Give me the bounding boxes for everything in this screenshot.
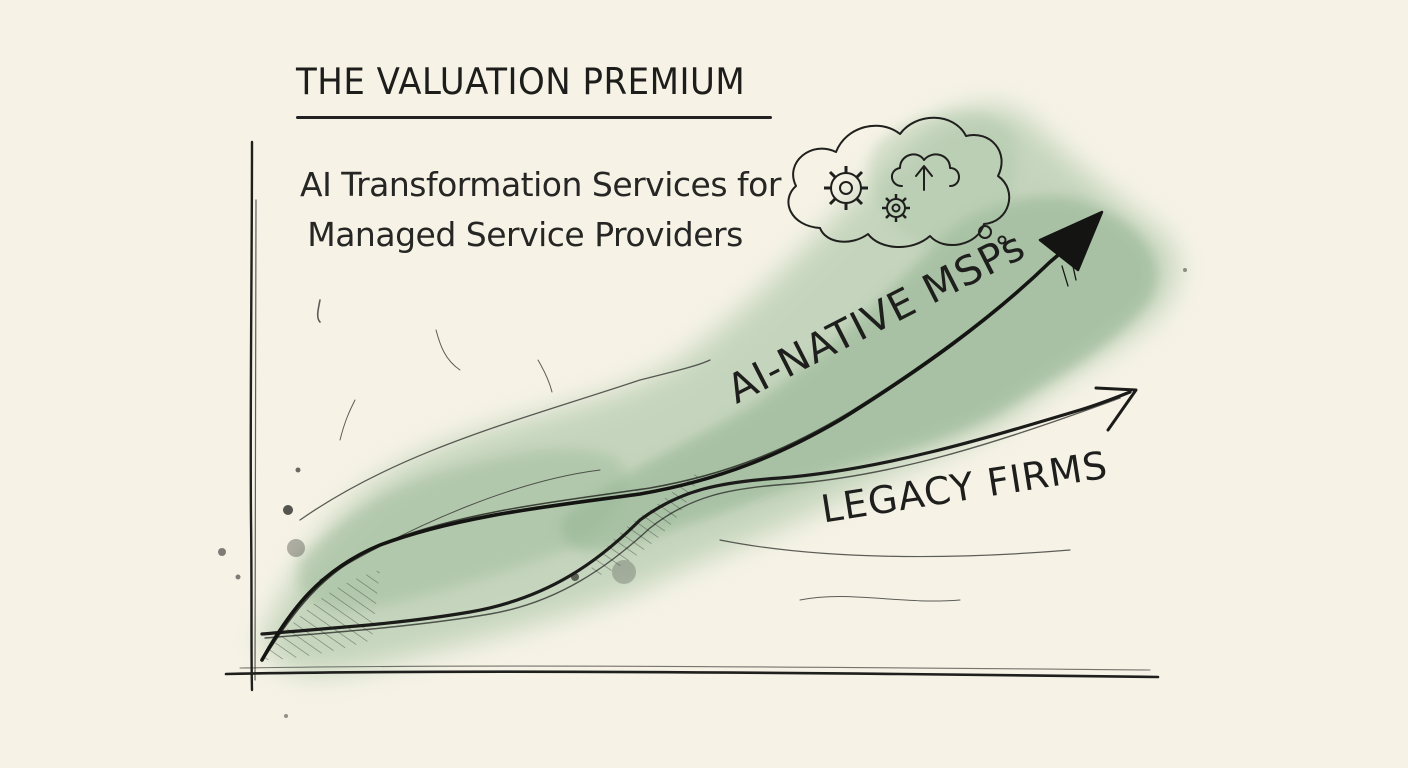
small-gear-icon: [882, 194, 910, 222]
page-title: THE VALUATION PREMIUM: [296, 60, 746, 104]
ai-native-trend-line: [260, 210, 1104, 662]
thought-cloud-icon: [787, 116, 1011, 249]
sketch-strokes: [299, 299, 1071, 602]
subtitle-line-1: AI Transformation Services for: [300, 165, 781, 204]
chart-axes: [224, 140, 1160, 692]
hatched-shading: [262, 470, 700, 660]
title-underline: [296, 116, 772, 119]
subtitle-line-2: Managed Service Providers: [307, 215, 743, 254]
subtitle: AI Transformation Services for Managed S…: [300, 160, 781, 260]
watercolor-wash: [260, 105, 1178, 675]
cloud-upload-icon: [891, 153, 960, 191]
legacy-firms-trend-line: [260, 386, 1138, 639]
ink-splatters: [218, 268, 1187, 718]
gear-icon: [824, 166, 868, 210]
